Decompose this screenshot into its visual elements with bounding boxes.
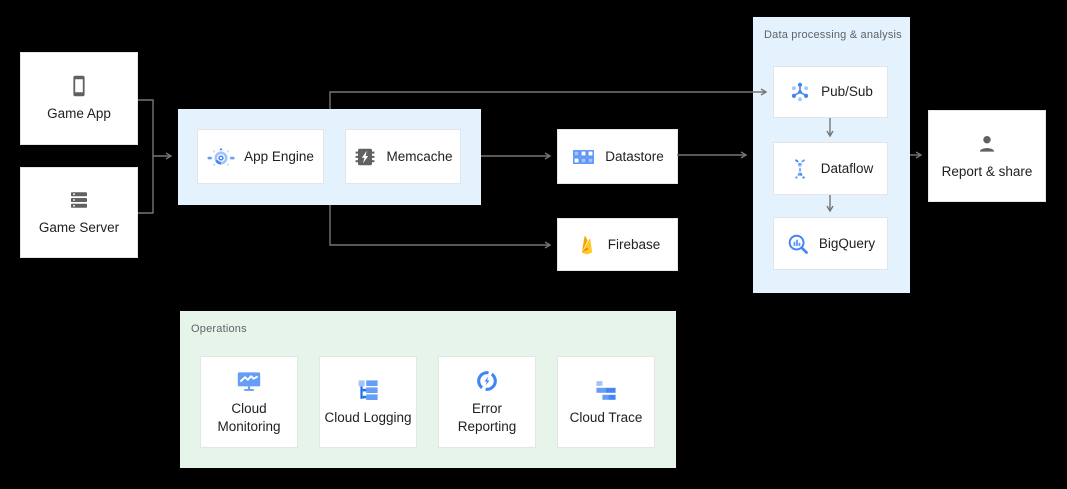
smartphone-icon: [73, 76, 85, 97]
node-cloud-monitoring: Cloud Monitoring: [200, 356, 298, 448]
node-memcache: Memcache: [345, 129, 461, 184]
logging-list-icon: [358, 380, 378, 400]
group-app-engine: App Engine Memcache: [178, 109, 481, 205]
node-label: Pub/Sub: [821, 84, 873, 100]
node-game-server: Game Server: [20, 167, 138, 258]
bigquery-magnifier-icon: [788, 234, 808, 254]
node-label: Firebase: [607, 236, 661, 252]
node-app-engine: App Engine: [197, 129, 324, 184]
edge-app-engine-to-firebase: [329, 205, 550, 245]
node-label: BigQuery: [818, 235, 876, 251]
node-label: Cloud Logging: [324, 409, 412, 425]
node-label: Game Server: [38, 220, 120, 236]
node-label: App Engine: [244, 148, 314, 164]
edge-clients-bracket: [138, 99, 154, 214]
node-label: Datastore: [605, 148, 664, 164]
group-title: Operations: [191, 323, 247, 335]
node-firebase: Firebase: [557, 218, 678, 271]
node-label: Error Reporting: [457, 401, 517, 434]
server-icon: [71, 192, 87, 209]
firebase-flame-icon: [581, 235, 592, 254]
node-cloud-trace: Cloud Trace: [557, 356, 655, 448]
dataflow-helix-icon: [794, 158, 805, 179]
node-cloud-logging: Cloud Logging: [319, 356, 417, 448]
error-reporting-icon: [477, 371, 497, 392]
memcache-chip-icon: [356, 148, 375, 165]
node-error-reporting: Error Reporting: [438, 356, 536, 448]
node-label: Dataflow: [820, 160, 874, 176]
node-label: Cloud Monitoring: [217, 401, 281, 434]
trace-bars-icon: [596, 381, 616, 400]
group-data-processing: Data processing & analysis: [753, 17, 910, 293]
group-title: Data processing & analysis: [764, 29, 902, 41]
node-report-share: Report & share: [928, 110, 1046, 202]
person-icon: [979, 135, 995, 152]
edge-app-engine-to-pubsub: [329, 92, 766, 109]
node-label: Cloud Trace: [569, 409, 643, 425]
node-label: Game App: [47, 106, 111, 122]
node-dataflow: Dataflow: [773, 142, 888, 195]
datastore-grid-icon: [573, 149, 595, 164]
node-pubsub: Pub/Sub: [773, 66, 888, 118]
node-bigquery: BigQuery: [773, 217, 888, 270]
group-operations: Operations Cloud Monitoring: [180, 311, 676, 468]
node-label: Memcache: [386, 148, 453, 164]
app-engine-icon: [207, 147, 235, 166]
node-game-app: Game App: [20, 52, 138, 145]
node-label: Report & share: [941, 163, 1033, 179]
node-datastore: Datastore: [557, 129, 678, 184]
pubsub-nodes-icon: [791, 82, 809, 102]
monitoring-screen-icon: [237, 372, 261, 392]
